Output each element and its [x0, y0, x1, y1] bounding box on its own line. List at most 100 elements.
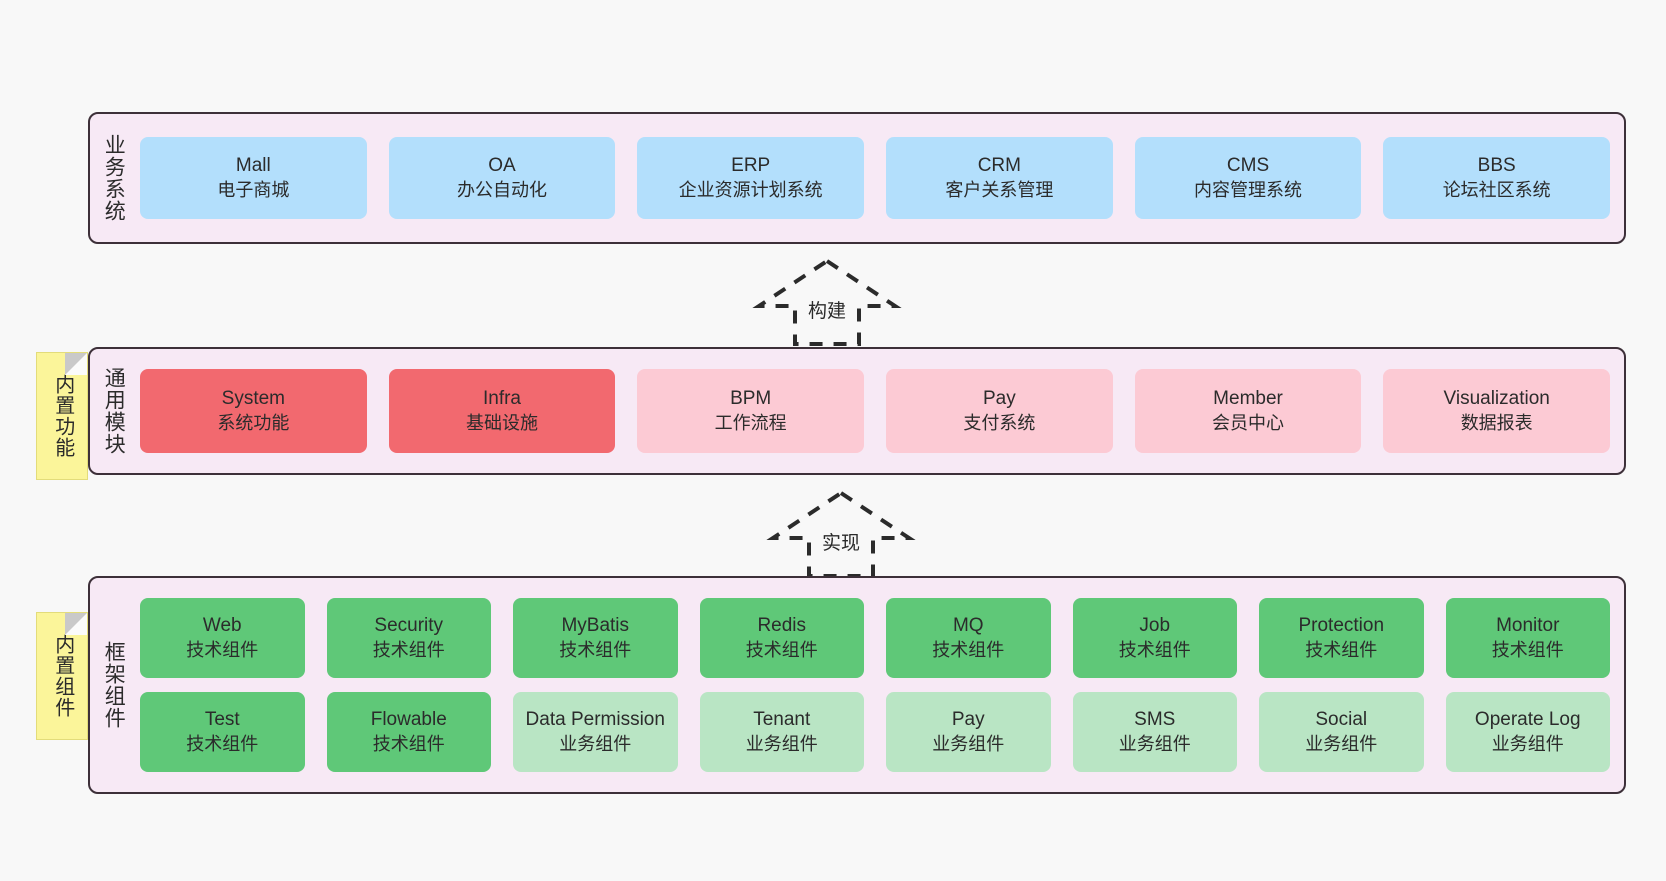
box-subtitle: 企业资源计划系统 — [678, 179, 823, 200]
box-subtitle: 业务组件 — [1118, 733, 1191, 754]
framework-business-row: Test 技术组件 Flowable 技术组件 Data Permission … — [140, 692, 1610, 772]
box-subtitle: 办公自动化 — [457, 179, 547, 200]
box-subtitle: 技术组件 — [1305, 639, 1378, 660]
framework-box-test[interactable]: Test 技术组件 — [140, 692, 305, 772]
box-title: Pay — [982, 388, 1016, 410]
box-title: Member — [1213, 388, 1283, 410]
box-title: Job — [1139, 615, 1171, 637]
framework-box-data-permission[interactable]: Data Permission 业务组件 — [513, 692, 678, 772]
module-box-member[interactable]: Member 会员中心 — [1134, 369, 1362, 453]
box-subtitle: 支付系统 — [963, 412, 1036, 433]
business-box-cms[interactable]: CMS 内容管理系统 — [1134, 137, 1362, 219]
box-title: CMS — [1226, 155, 1270, 177]
box-title: Security — [374, 615, 444, 637]
box-title: ERP — [731, 155, 771, 177]
box-subtitle: 业务组件 — [559, 733, 632, 754]
box-subtitle: 技术组件 — [372, 733, 445, 754]
box-subtitle: 电子商城 — [217, 179, 290, 200]
box-title: Tenant — [753, 709, 811, 731]
business-box-erp[interactable]: ERP 企业资源计划系统 — [637, 137, 865, 219]
common-module-body: System 系统功能 Infra 基础设施 BPM 工作流程 Pay 支付系统… — [136, 349, 1624, 473]
box-title: SMS — [1134, 709, 1176, 731]
box-subtitle: 业务组件 — [932, 733, 1005, 754]
box-subtitle: 业务组件 — [1491, 733, 1564, 754]
box-title: Data Permission — [525, 709, 665, 731]
framework-box-redis[interactable]: Redis 技术组件 — [699, 598, 864, 678]
box-title: Web — [202, 615, 242, 637]
box-title: MQ — [952, 615, 984, 637]
module-box-infra[interactable]: Infra 基础设施 — [388, 369, 616, 453]
box-title: Monitor — [1496, 615, 1560, 637]
box-subtitle: 技术组件 — [186, 733, 259, 754]
box-title: Protection — [1298, 615, 1385, 637]
box-subtitle: 客户关系管理 — [945, 179, 1054, 200]
box-subtitle: 业务组件 — [745, 733, 818, 754]
box-subtitle: 技术组件 — [1118, 639, 1191, 660]
framework-tech-row: Web 技术组件 Security 技术组件 MyBatis 技术组件 Redi… — [140, 598, 1610, 678]
framework-box-protection[interactable]: Protection 技术组件 — [1259, 598, 1424, 678]
box-subtitle: 工作流程 — [714, 412, 787, 433]
framework-box-mq[interactable]: MQ 技术组件 — [886, 598, 1051, 678]
sticky-note-builtin-components: 内置组件 — [36, 612, 88, 740]
module-box-system[interactable]: System 系统功能 — [140, 369, 367, 453]
business-system-label: 业务系统 — [102, 134, 126, 222]
box-title: OA — [488, 155, 516, 177]
box-subtitle: 业务组件 — [1305, 733, 1378, 754]
box-title: MyBatis — [561, 615, 630, 637]
box-subtitle: 数据报表 — [1460, 412, 1533, 433]
box-subtitle: 内容管理系统 — [1194, 179, 1303, 200]
common-module-panel: 通用模块 System 系统功能 Infra 基础设施 BPM 工作流程 Pay… — [88, 347, 1626, 475]
business-box-oa[interactable]: OA 办公自动化 — [388, 137, 616, 219]
box-title: Social — [1315, 709, 1368, 731]
module-box-visualization[interactable]: Visualization 数据报表 — [1383, 369, 1611, 453]
framework-box-web[interactable]: Web 技术组件 — [140, 598, 305, 678]
framework-box-monitor[interactable]: Monitor 技术组件 — [1445, 598, 1610, 678]
framework-box-operate-log[interactable]: Operate Log 业务组件 — [1445, 692, 1610, 772]
sticky-note-label: 内置组件 — [51, 634, 74, 718]
box-title: BPM — [730, 388, 772, 410]
common-module-row: System 系统功能 Infra 基础设施 BPM 工作流程 Pay 支付系统… — [140, 369, 1611, 453]
box-title: Test — [204, 709, 240, 731]
framework-box-mybatis[interactable]: MyBatis 技术组件 — [513, 598, 678, 678]
business-box-crm[interactable]: CRM 客户关系管理 — [886, 137, 1113, 219]
business-box-mall[interactable]: Mall 电子商城 — [140, 137, 367, 219]
sticky-note-builtin-features: 内置功能 — [36, 352, 88, 480]
business-system-panel: 业务系统 Mall 电子商城 OA 办公自动化 ERP 企业资源计划系统 CRM… — [88, 112, 1626, 244]
framework-component-label: 框架组件 — [102, 641, 126, 729]
box-subtitle: 技术组件 — [559, 639, 632, 660]
framework-box-pay[interactable]: Pay 业务组件 — [886, 692, 1051, 772]
box-subtitle: 技术组件 — [1491, 639, 1564, 660]
box-title: Redis — [757, 615, 807, 637]
box-subtitle: 技术组件 — [372, 639, 445, 660]
framework-box-security[interactable]: Security 技术组件 — [326, 598, 491, 678]
box-subtitle: 基础设施 — [466, 412, 538, 433]
build-arrow: 构建 — [752, 258, 902, 346]
box-title: System — [221, 388, 286, 410]
framework-box-social[interactable]: Social 业务组件 — [1259, 692, 1424, 772]
framework-box-job[interactable]: Job 技术组件 — [1072, 598, 1237, 678]
framework-box-sms[interactable]: SMS 业务组件 — [1072, 692, 1237, 772]
box-title: Infra — [482, 388, 522, 410]
box-title: BBS — [1477, 155, 1516, 177]
framework-box-flowable[interactable]: Flowable 技术组件 — [326, 692, 491, 772]
box-title: Visualization — [1443, 388, 1550, 410]
module-box-bpm[interactable]: BPM 工作流程 — [637, 369, 865, 453]
sticky-note-label: 内置功能 — [51, 374, 74, 458]
common-module-label: 通用模块 — [102, 367, 126, 455]
box-title: CRM — [977, 155, 1021, 177]
business-box-bbs[interactable]: BBS 论坛社区系统 — [1383, 137, 1611, 219]
module-box-pay[interactable]: Pay 支付系统 — [886, 369, 1113, 453]
implement-arrow: 实现 — [766, 490, 916, 578]
business-system-row: Mall 电子商城 OA 办公自动化 ERP 企业资源计划系统 CRM 客户关系… — [140, 137, 1611, 219]
framework-component-body: Web 技术组件 Security 技术组件 MyBatis 技术组件 Redi… — [136, 578, 1624, 792]
box-subtitle: 论坛社区系统 — [1442, 179, 1551, 200]
box-title: Operate Log — [1474, 709, 1581, 731]
box-subtitle: 会员中心 — [1212, 412, 1285, 433]
framework-box-tenant[interactable]: Tenant 业务组件 — [699, 692, 864, 772]
box-subtitle: 技术组件 — [186, 639, 259, 660]
framework-component-panel: 框架组件 Web 技术组件 Security 技术组件 MyBatis 技术组件… — [88, 576, 1626, 794]
box-subtitle: 系统功能 — [217, 412, 290, 433]
box-subtitle: 技术组件 — [932, 639, 1005, 660]
box-title: Flowable — [370, 709, 447, 731]
